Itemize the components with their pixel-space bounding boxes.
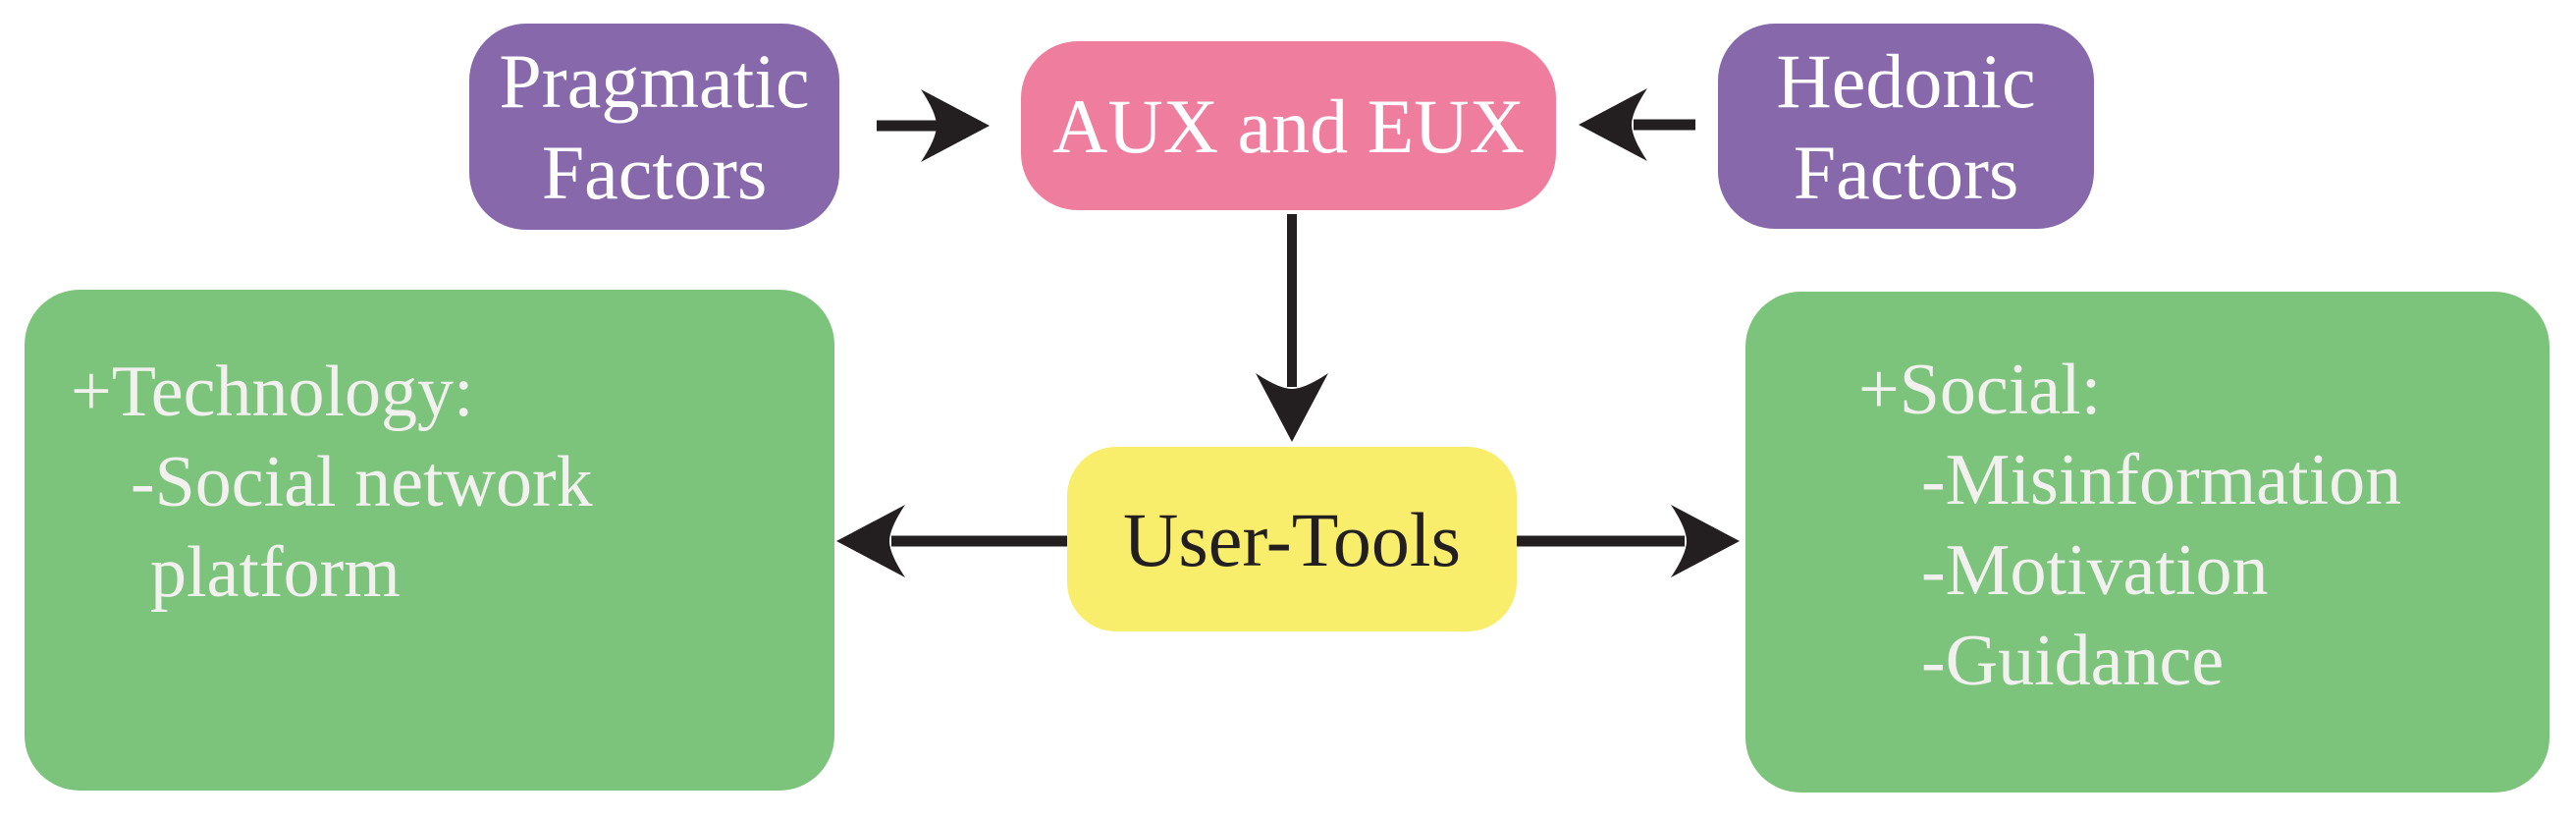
hedonic-factors-label-line1: Hedonic	[1776, 37, 2036, 124]
social-line3: -Motivation	[1921, 530, 2269, 611]
node-technology: +Technology: -Social network platform	[25, 290, 834, 791]
social-line1: +Social:	[1858, 350, 2102, 430]
arrow-pragmatic-to-aux-icon	[877, 89, 990, 162]
technology-line3: platform	[150, 532, 401, 613]
node-pragmatic-factors: Pragmatic Factors	[469, 24, 839, 230]
arrow-hedonic-to-aux-icon	[1579, 88, 1695, 161]
technology-line1: +Technology:	[71, 352, 474, 432]
pragmatic-factors-label-line1: Pragmatic	[499, 38, 810, 124]
hedonic-factors-label-line2: Factors	[1793, 129, 2019, 215]
user-tools-label: User-Tools	[1123, 496, 1461, 582]
social-line2: -Misinformation	[1921, 440, 2402, 520]
arrow-usertools-to-social-icon	[1517, 505, 1740, 577]
pragmatic-factors-label-line2: Factors	[541, 130, 768, 215]
social-line4: -Guidance	[1921, 621, 2225, 701]
arrow-usertools-to-technology-icon	[836, 505, 1067, 577]
arrow-aux-to-usertools-icon	[1256, 214, 1328, 442]
node-hedonic-factors: Hedonic Factors	[1718, 24, 2094, 229]
node-user-tools: User-Tools	[1067, 447, 1517, 631]
node-social: +Social: -Misinformation -Motivation -Gu…	[1745, 292, 2549, 793]
aux-and-eux-label: AUX and EUX	[1052, 82, 1525, 169]
node-aux-and-eux: AUX and EUX	[1021, 41, 1556, 210]
technology-line2: -Social network	[131, 442, 593, 522]
